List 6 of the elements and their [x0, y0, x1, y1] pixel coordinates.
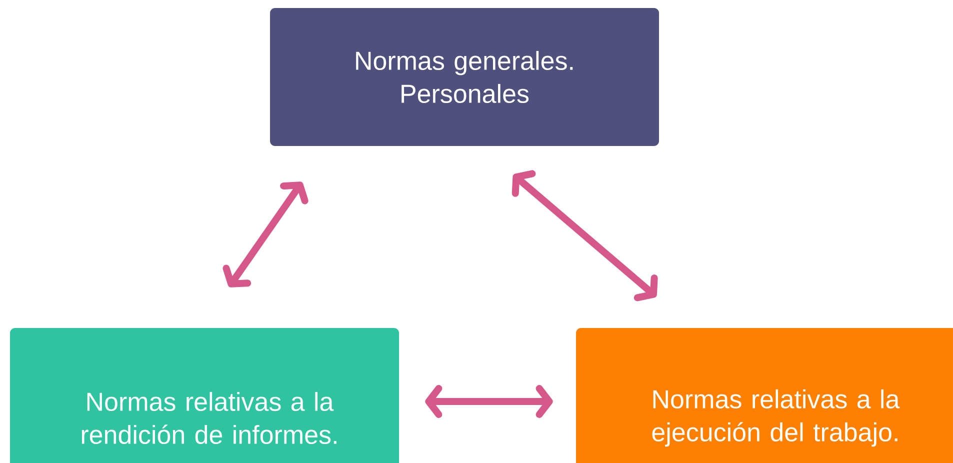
double-arrow	[222, 182, 308, 288]
text-box: Normas generales. Personales	[270, 8, 659, 146]
text-box: Normas relativas a la rendición de informes.	[10, 328, 399, 463]
double-arrow	[425, 385, 553, 418]
double-arrow	[512, 170, 658, 302]
text-box: Normas relativas a la ejecución del trabajo.	[576, 328, 953, 463]
